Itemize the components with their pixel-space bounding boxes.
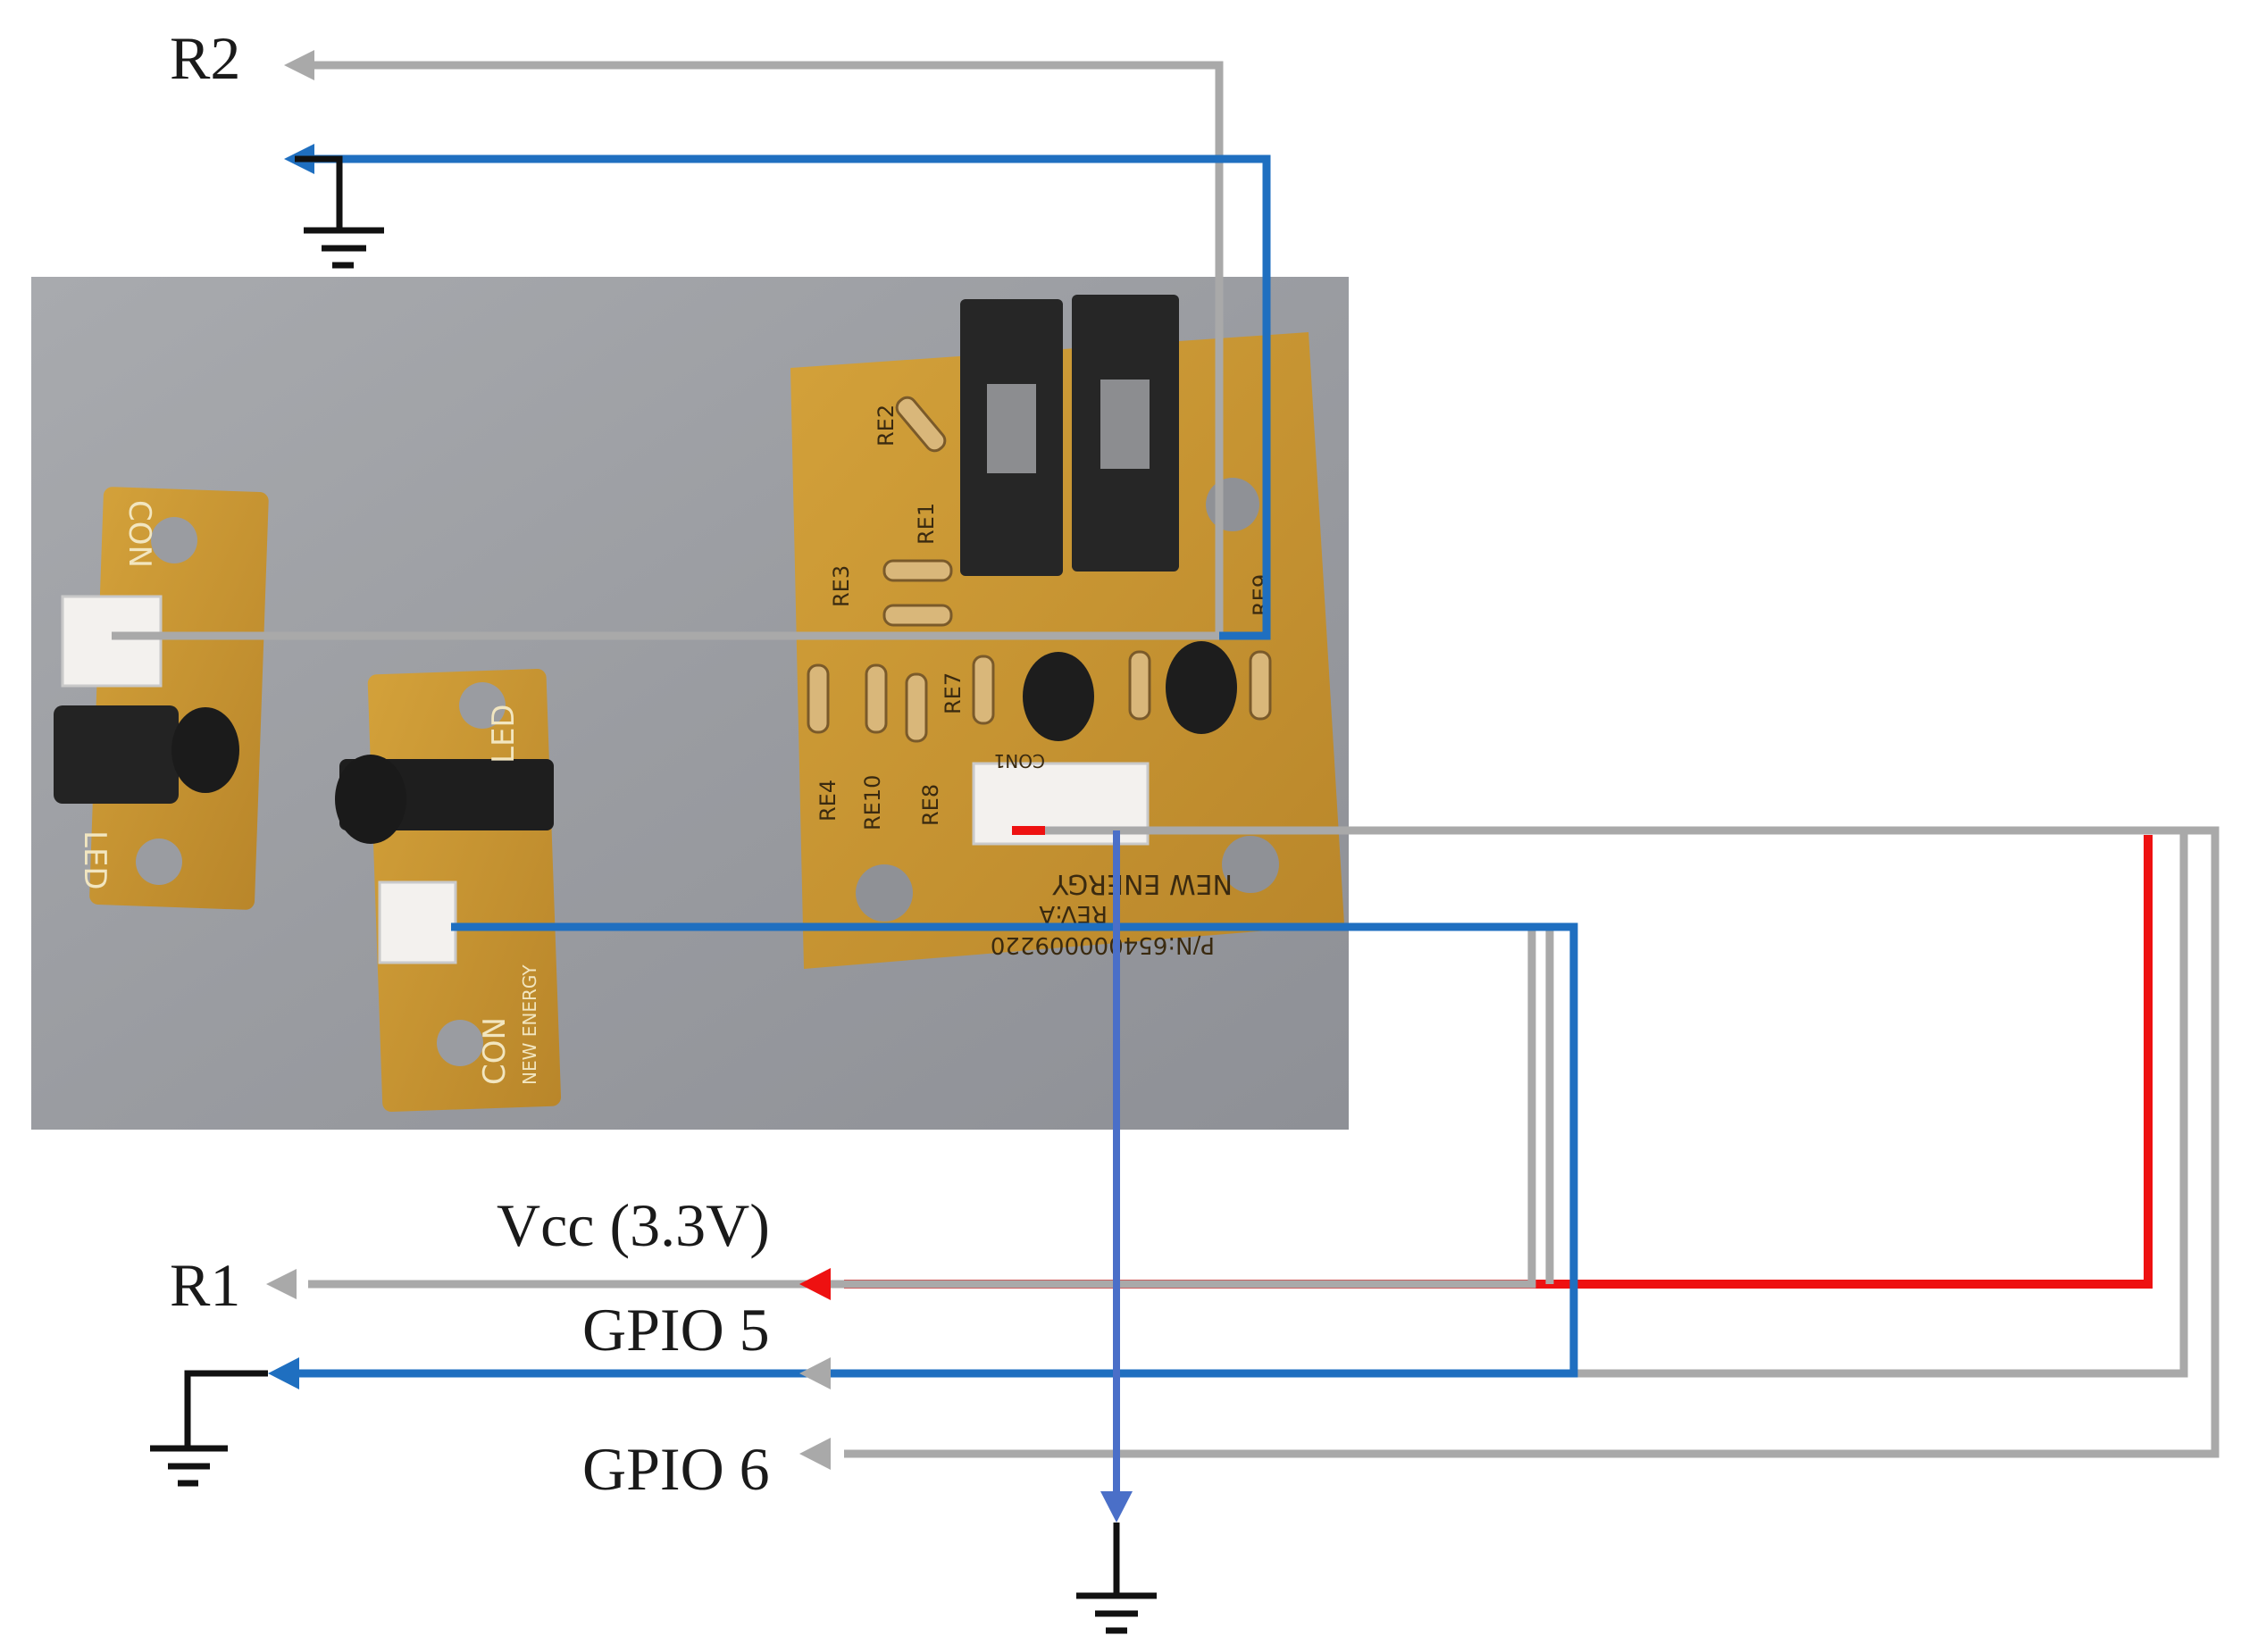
middle-board-led-label: LED <box>486 704 522 763</box>
wire-r2-gray <box>112 61 1224 640</box>
label-re2: RE2 <box>874 405 899 446</box>
arrow-head-r2 <box>284 50 314 80</box>
label-re3: RE3 <box>829 565 854 607</box>
arrow-head-vcc <box>799 1268 831 1300</box>
left-sensor-board: CON LED <box>54 487 269 910</box>
arrow-head-center-ground <box>1100 1491 1133 1523</box>
arrow-head-gpio6 <box>799 1438 831 1470</box>
arrow-head-r1 <box>266 1269 297 1299</box>
middle-sensor-board: LED CON NEW ENERGY <box>335 669 562 1112</box>
wire-upper-ground-blue <box>308 154 1271 640</box>
label-re7: RE7 <box>941 672 966 714</box>
label-re4: RE4 <box>815 780 840 822</box>
label-r1: R1 <box>170 1251 240 1319</box>
label-r2: R2 <box>170 24 240 92</box>
label-re1: RE1 <box>914 503 939 545</box>
left-board-led-label: LED <box>77 830 113 890</box>
main-board-part-number: P/N:654000009220 <box>991 931 1215 958</box>
arrow-head-gpio5 <box>799 1357 831 1389</box>
left-board-con-label: CON <box>121 500 157 568</box>
wire-lower-ground-blue <box>299 922 1578 1378</box>
ground-symbol-top-icon <box>295 155 384 269</box>
label-gpio6: GPIO 6 <box>582 1435 770 1503</box>
wire-connector-gray <box>844 826 2220 1458</box>
label-re8: RE8 <box>918 784 943 826</box>
resistors <box>807 396 1272 743</box>
main-board-rev: REV:A <box>1039 900 1108 927</box>
label-con1: CON1 <box>994 750 1045 772</box>
arrow-head-lower-ground <box>268 1357 299 1389</box>
middle-board-con-label: CON <box>477 1017 513 1085</box>
wires <box>112 61 2220 1491</box>
label-gpio5: GPIO 5 <box>582 1296 770 1364</box>
wire-r1-gray <box>308 927 1536 1289</box>
main-interrupter-board: RE1 RE3 RE2 RE7 RE9 RE4 RE10 RE8 CON1 NE… <box>790 295 1344 969</box>
label-re10: RE10 <box>860 775 885 830</box>
ground-symbol-left-icon <box>150 1370 268 1487</box>
label-vcc: Vcc (3.3V) <box>497 1191 770 1259</box>
sensor-photo: CON LED LED CON NEW ENERGY <box>31 277 1349 1130</box>
main-board-new-energy: NEW ENERGY <box>1051 868 1233 899</box>
ground-symbol-bottom-icon <box>1076 1523 1157 1634</box>
signal-labels: R2 R1 Vcc (3.3V) GPIO 5 GPIO 6 <box>170 24 770 1503</box>
middle-board-new-energy: NEW ENERGY <box>519 964 540 1085</box>
